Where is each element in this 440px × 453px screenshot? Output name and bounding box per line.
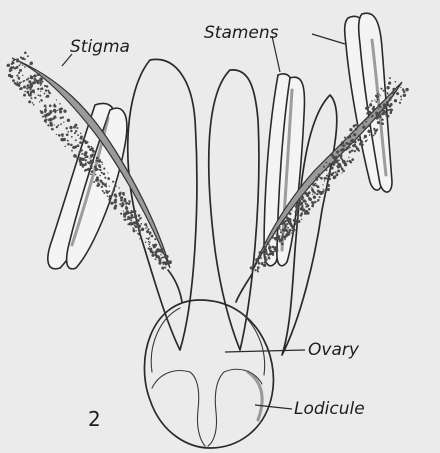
- left-style: [168, 270, 182, 302]
- left-petal-outline: [128, 59, 197, 350]
- lodicule-label: Lodicule: [294, 399, 365, 419]
- ovary-label: Ovary: [308, 340, 360, 360]
- lodicule-left: [152, 371, 205, 446]
- ovary-leader: [225, 350, 305, 352]
- lodicule-right: [208, 369, 262, 446]
- ovary-inner-outline: [151, 306, 264, 375]
- stigma-label: Stigma: [70, 37, 130, 57]
- lodicule-shading: [248, 372, 262, 420]
- figure-number: 2: [88, 407, 101, 431]
- stamens-leader-1: [312, 34, 345, 44]
- stamens-label: Stamens: [204, 23, 279, 43]
